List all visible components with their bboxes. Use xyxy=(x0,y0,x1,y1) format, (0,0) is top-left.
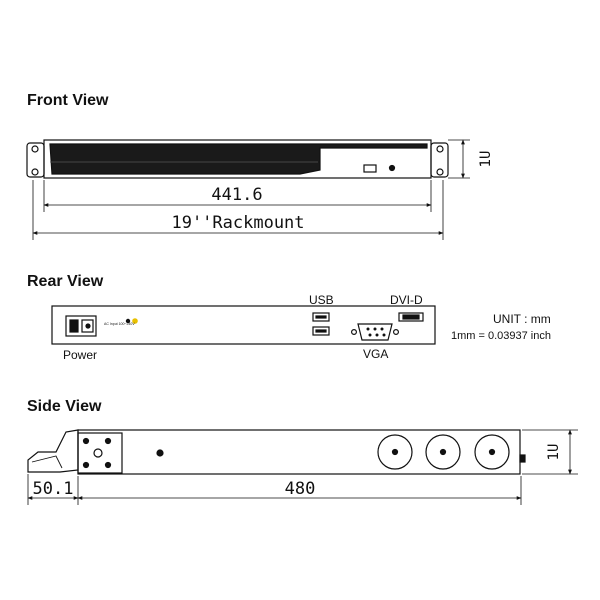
ground-symbol-icon xyxy=(132,318,138,324)
vga-label: VGA xyxy=(363,347,388,361)
rack-width-label: 19''Rackmount xyxy=(171,213,304,233)
fan-icon xyxy=(474,434,510,470)
fan-icon xyxy=(425,434,461,470)
power-inlet-icon xyxy=(65,315,97,337)
side-bracket xyxy=(77,432,123,474)
dvi-port-icon xyxy=(398,312,424,322)
power-label: Power xyxy=(63,348,97,362)
side-handle xyxy=(27,429,79,473)
usb-label: USB xyxy=(309,293,334,307)
usb-port-icon xyxy=(312,326,330,336)
mounting-hole-icon xyxy=(31,168,39,176)
ac-input-text: AC Input 100~240V xyxy=(104,322,135,326)
front-chassis xyxy=(43,139,432,179)
rear-view-title: Rear View xyxy=(27,273,104,290)
handle-depth-label: 50.1 xyxy=(33,479,74,499)
front-view-drawing xyxy=(26,139,470,240)
unit-label: UNIT : mm xyxy=(493,312,551,326)
front-led-icon xyxy=(388,164,396,172)
side-screw-icon xyxy=(156,449,164,457)
side-chassis xyxy=(77,429,521,475)
side-view-drawing xyxy=(27,429,578,505)
dvi-label: DVI-D xyxy=(390,293,423,307)
front-height-label: 1U xyxy=(478,151,494,168)
side-view-title: Side View xyxy=(27,398,102,415)
front-view-title: Front View xyxy=(27,92,109,109)
rear-view-drawing xyxy=(51,305,436,345)
lcd-lid xyxy=(49,143,428,175)
mounting-hole-icon xyxy=(31,145,39,153)
mounting-hole-icon xyxy=(436,168,444,176)
unit-conversion-label: 1mm = 0.03937 inch xyxy=(451,330,551,342)
right-rack-ear xyxy=(430,142,449,178)
rear-panel xyxy=(51,305,436,345)
left-rack-ear xyxy=(26,142,45,178)
usb-port-icon xyxy=(312,312,330,322)
mounting-hole-icon xyxy=(436,145,444,153)
ground-screw-icon xyxy=(125,318,131,324)
vga-port-icon xyxy=(357,323,393,341)
body-depth-label: 480 xyxy=(285,479,316,499)
side-height-label: 1U xyxy=(546,444,562,461)
front-inner-width-label: 441.6 xyxy=(211,185,262,205)
front-indicator xyxy=(363,164,377,173)
fan-icon xyxy=(377,434,413,470)
